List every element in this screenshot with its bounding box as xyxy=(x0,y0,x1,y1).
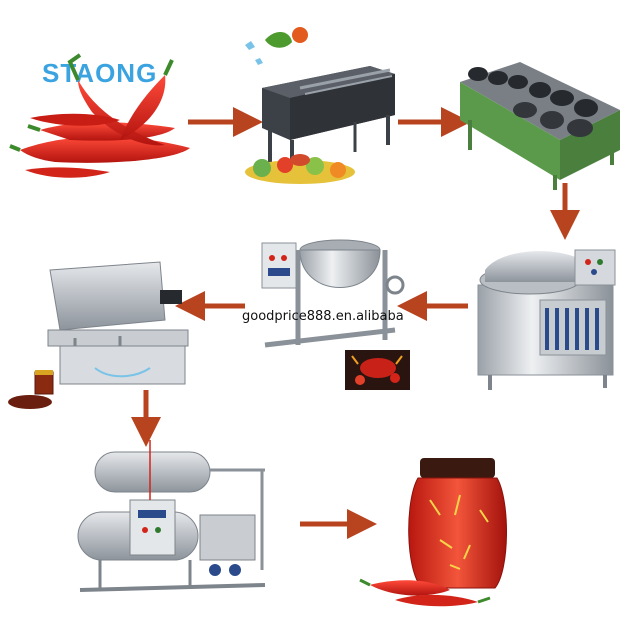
drying-fan-icon xyxy=(460,62,620,190)
step-chili-peppers xyxy=(9,53,190,178)
chili-pepper-icon xyxy=(9,53,190,178)
step-washing-machine xyxy=(245,27,395,184)
step-chili-sauce-jar xyxy=(359,458,507,607)
filling-machine-icon xyxy=(8,261,189,409)
retort-icon xyxy=(77,440,266,592)
step-air-drying xyxy=(460,62,620,190)
jar-icon xyxy=(359,458,507,607)
washing-machine-icon xyxy=(245,27,395,184)
step-cooking-kettle xyxy=(261,239,410,390)
cooking-kettle-icon xyxy=(261,239,410,390)
step-retort xyxy=(77,440,266,592)
step-filling-machine xyxy=(8,261,189,409)
step-bowl-cutter xyxy=(477,249,616,390)
bowl-cutter-icon xyxy=(477,249,616,390)
brand-logo: STAONG xyxy=(42,58,158,88)
watermark-text: goodprice888.en.alibaba xyxy=(242,309,404,324)
